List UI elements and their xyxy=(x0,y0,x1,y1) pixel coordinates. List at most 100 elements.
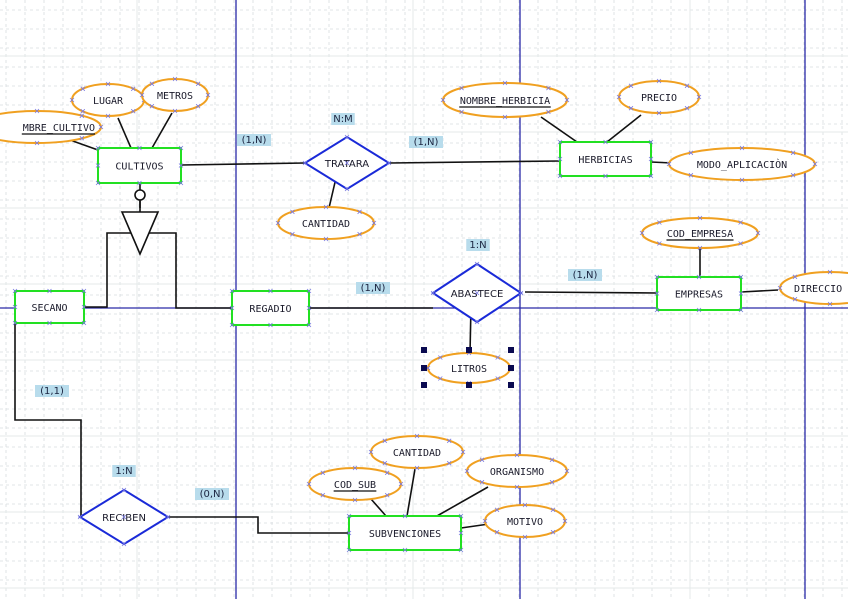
anchor-marker xyxy=(697,245,703,251)
attribute-nombre_herbicia[interactable]: NOMBRE_HERBICIA xyxy=(440,80,570,120)
connector-secano-reciben[interactable] xyxy=(14,323,82,517)
entity-herbicias[interactable]: HERBICIAS xyxy=(557,139,654,179)
anchor-marker xyxy=(346,513,352,519)
attribute-cantidad_tratara[interactable]: CANTIDAD xyxy=(275,204,377,242)
resize-handle[interactable] xyxy=(466,382,472,388)
connector-abastece-empresas[interactable] xyxy=(524,291,658,294)
anchor-marker xyxy=(165,514,171,520)
anchor-marker xyxy=(514,484,520,490)
attribute-cod_sub[interactable]: COD_SUB xyxy=(306,465,404,503)
anchor-marker xyxy=(696,307,702,313)
participation-label-regadio_abastece[interactable]: (1,N) xyxy=(356,282,390,294)
anchor-marker xyxy=(654,274,660,280)
attribute-direccion[interactable]: DIRECCIO xyxy=(777,269,848,307)
connector-nombre-herbicia[interactable] xyxy=(540,116,578,143)
anchor-marker xyxy=(137,145,142,151)
attribute-metros[interactable]: METROS xyxy=(139,76,211,114)
connector-direccion[interactable] xyxy=(740,289,779,293)
connector-tratara-herbicias[interactable] xyxy=(389,160,561,164)
resize-handle[interactable] xyxy=(421,382,427,388)
entity-subvenciones[interactable]: SUBVENCIONES xyxy=(346,513,464,553)
resize-handle[interactable] xyxy=(421,365,427,371)
anchor-marker xyxy=(656,78,662,84)
connector-nombre-cultivo[interactable] xyxy=(69,139,99,151)
connector-motivo[interactable] xyxy=(460,523,490,529)
participation-label-empresas_abastece[interactable]: (1,N) xyxy=(568,269,602,281)
entity-secano[interactable]: SECANO xyxy=(12,288,87,326)
anchor-marker xyxy=(446,438,452,444)
attribute-label: LITROS xyxy=(451,364,487,375)
anchor-marker xyxy=(657,220,662,225)
attribute-modo_aplicacion[interactable]: MODO_APLICACIÒN xyxy=(666,145,818,183)
anchor-marker xyxy=(697,215,703,221)
anchor-marker xyxy=(69,97,75,103)
anchor-marker xyxy=(357,231,362,237)
anchor-marker xyxy=(344,134,350,140)
participation-label-herbicias_tratara[interactable]: (1,N) xyxy=(409,136,443,148)
anchor-marker xyxy=(229,322,235,328)
entity-cultivos[interactable]: CULTIVOS xyxy=(95,145,184,186)
anchor-marker xyxy=(446,460,452,466)
anchor-marker xyxy=(105,81,111,87)
attribute-motivo[interactable]: MOTIVO xyxy=(482,502,568,540)
attribute-precio[interactable]: PRECIO xyxy=(616,78,702,116)
attribute-lugar[interactable]: LUGAR xyxy=(69,81,147,119)
attribute-label: NOMBRE_HERBICIA xyxy=(460,96,550,107)
connector-cantidad-sub[interactable] xyxy=(406,468,416,517)
anchor-marker xyxy=(178,163,184,168)
anchor-marker xyxy=(320,492,326,498)
resize-handle[interactable] xyxy=(508,382,514,388)
anchor-marker xyxy=(384,492,390,498)
anchor-marker xyxy=(229,305,235,311)
resize-handle[interactable] xyxy=(421,347,427,353)
anchor-marker xyxy=(603,173,608,179)
entity-label: HERBICIAS xyxy=(578,155,632,166)
participation-label-secano_reciben[interactable]: (1,1) xyxy=(35,385,69,397)
connector-precio[interactable] xyxy=(606,114,642,143)
resize-handle[interactable] xyxy=(508,365,514,371)
attribute-cantidad_sub[interactable]: CANTIDAD xyxy=(368,433,466,471)
attribute-label: MODO_APLICACIÒN xyxy=(697,158,787,171)
resize-handle[interactable] xyxy=(508,347,514,353)
anchor-marker xyxy=(458,513,464,519)
connector-lugar[interactable] xyxy=(117,117,132,149)
anchor-marker xyxy=(178,145,184,151)
anchor-marker xyxy=(34,108,40,114)
anchor-marker xyxy=(98,124,104,130)
anchor-marker xyxy=(458,547,464,553)
entity-empresas[interactable]: EMPRESAS xyxy=(654,274,744,313)
connector-tratara-cantidad[interactable] xyxy=(328,177,337,209)
anchor-marker xyxy=(137,180,142,186)
anchor-marker xyxy=(352,465,358,471)
anchor-marker xyxy=(549,479,555,485)
cardinality-label: 1:N xyxy=(469,240,486,251)
connector-cultivos-tratara[interactable] xyxy=(180,162,306,166)
connector-cod-sub[interactable] xyxy=(370,498,387,517)
connector-organismo[interactable] xyxy=(436,486,489,517)
anchor-marker xyxy=(755,230,761,236)
participation-label-cultivos_tratara[interactable]: (1,N) xyxy=(237,134,271,146)
anchor-marker xyxy=(80,108,86,114)
connector-reciben-subvenciones[interactable] xyxy=(168,516,349,534)
anchor-marker xyxy=(205,92,211,98)
isa-hierarchy[interactable] xyxy=(120,189,160,257)
anchor-marker xyxy=(522,534,528,540)
connector-metros[interactable] xyxy=(151,112,173,149)
anchor-marker xyxy=(502,80,508,86)
participation-label-subvenciones_reciben[interactable]: (0,N) xyxy=(195,488,229,500)
attribute-organismo[interactable]: ORGANISMO xyxy=(464,452,570,490)
resize-handle[interactable] xyxy=(466,347,472,353)
attribute-cod_empresa[interactable]: COD_EMPRESA xyxy=(639,215,761,251)
selection-handles xyxy=(421,347,514,388)
attribute-nombre_cultivo[interactable]: MBRE_CULTIVO xyxy=(0,108,104,146)
entity-regadio[interactable]: REGADIO xyxy=(229,288,312,328)
anchor-marker xyxy=(47,288,52,294)
anchor-marker xyxy=(430,290,436,296)
anchor-marker xyxy=(130,108,136,114)
attribute-litros[interactable]: LITROS xyxy=(425,350,513,386)
